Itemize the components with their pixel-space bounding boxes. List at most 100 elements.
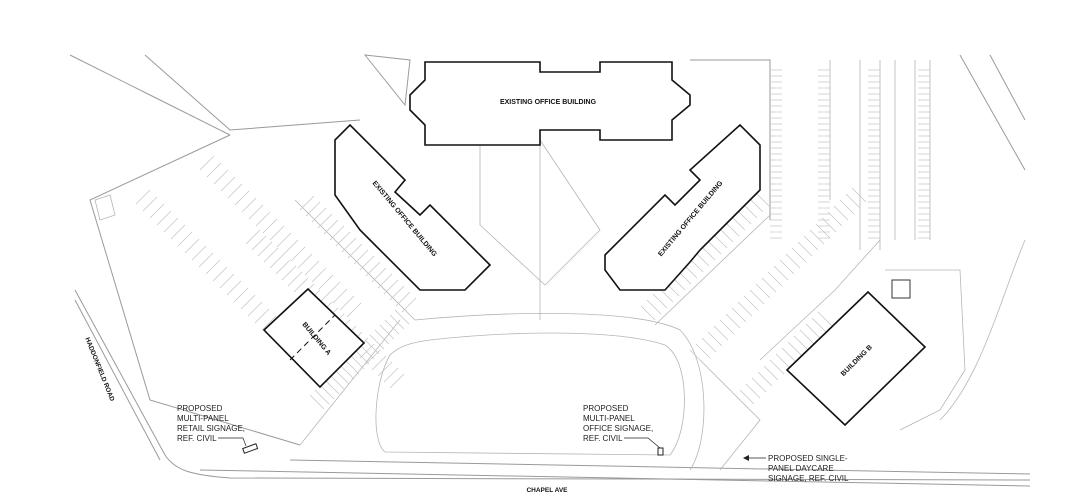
- parking-stall-line: [290, 246, 306, 262]
- parking-stall-line: [754, 191, 770, 207]
- parking-stall-line: [736, 209, 752, 225]
- existing-office-building-left: [334, 123, 492, 291]
- parking-stall-line: [730, 215, 746, 231]
- parking-stall-line: [283, 239, 299, 255]
- parking-stall-line: [395, 291, 411, 307]
- parking-stall-line: [245, 229, 261, 245]
- parking-stall-line: [353, 249, 369, 265]
- parking-stall-line: [318, 274, 334, 290]
- parking-stall-line: [227, 183, 243, 199]
- note-office-signage: PROPOSED MULTI-PANEL OFFICE SIGNAGE, REF…: [583, 404, 664, 456]
- parking-stall-line: [791, 247, 807, 263]
- building-a: [262, 287, 366, 389]
- building-b: [785, 290, 927, 427]
- parking-stall-line: [389, 285, 405, 301]
- parking-stall-line: [719, 319, 735, 335]
- parking-stall-line: [247, 301, 263, 317]
- parking-stall-line: [646, 299, 662, 315]
- dumpster-enclosure: [891, 279, 911, 299]
- parking-stall-line: [749, 289, 765, 305]
- parking-stall-line: [359, 255, 375, 271]
- svg-text:PROPOSED: PROPOSED: [177, 404, 223, 413]
- parking-stall-line: [374, 329, 390, 345]
- parking-stall-line: [314, 389, 330, 405]
- svg-text:RETAIL SIGNAGE,: RETAIL SIGNAGE,: [177, 424, 245, 433]
- parking-stall-line: [305, 201, 321, 217]
- parking-stall-line: [839, 199, 855, 215]
- parking-stall-line: [377, 273, 393, 289]
- parking-stall-line: [261, 315, 277, 331]
- parking-stall-line: [751, 377, 767, 393]
- svg-text:PANEL DAYCARE: PANEL DAYCARE: [768, 464, 834, 473]
- parking-stall-line: [329, 225, 345, 241]
- svg-text:REF. CIVIL: REF. CIVIL: [177, 434, 217, 443]
- parking-stall-line: [323, 219, 339, 235]
- parking-stall-line: [763, 365, 779, 381]
- parking-stall-line: [757, 371, 773, 387]
- parking-stall-line: [324, 379, 340, 395]
- parking-stall-line: [379, 324, 395, 340]
- parking-stall-line: [142, 196, 158, 212]
- parking-stall-line: [713, 325, 729, 341]
- parking-stall-line: [767, 271, 783, 287]
- parking-stall-line: [163, 217, 179, 233]
- parking-stall-line: [384, 319, 400, 335]
- parking-stall-line: [319, 384, 335, 400]
- parking-stall-line: [742, 203, 758, 219]
- parking-stall-line: [725, 313, 741, 329]
- parking-stall-line: [275, 259, 291, 275]
- parking-stall-line: [377, 361, 393, 377]
- parking-stall-line: [745, 383, 761, 399]
- parking-stall-line: [799, 329, 815, 345]
- parking-stall-line: [383, 279, 399, 295]
- parking-stall-line: [329, 374, 345, 390]
- parking-stall-line: [769, 359, 785, 375]
- parking-stall-line: [240, 294, 256, 310]
- parking-stall-line: [156, 210, 172, 226]
- parking-stall-line: [199, 155, 215, 171]
- parking-stall-line: [262, 218, 278, 234]
- parking-stall-line: [775, 353, 791, 369]
- parking-stall-line: [304, 260, 320, 276]
- parking-stall-line: [779, 259, 795, 275]
- parking-stall-line: [701, 337, 717, 353]
- parking-stall-line: [311, 207, 327, 223]
- svg-text:PROPOSED: PROPOSED: [583, 404, 629, 413]
- parking-stall-line: [293, 277, 309, 293]
- parking-stall-line: [797, 241, 813, 257]
- parking-stall-line: [248, 204, 264, 220]
- parking-stall-line: [851, 187, 867, 203]
- parking-stall-line: [149, 203, 165, 219]
- parking-stall-line: [383, 367, 399, 383]
- parking-stall-line: [364, 339, 380, 355]
- parking-stall-line: [191, 245, 207, 261]
- parking-stall-line: [359, 343, 375, 359]
- label-existing-top: EXISTING OFFICE BUILDING: [500, 99, 597, 106]
- parking-stall-line: [254, 308, 270, 324]
- parking-stall-line: [135, 189, 151, 205]
- parking-stall-line: [833, 205, 849, 221]
- svg-text:MULTI-PANEL: MULTI-PANEL: [583, 414, 635, 423]
- parking-stall-line: [334, 369, 350, 385]
- parking-stall-line: [817, 311, 833, 327]
- note-daycare-signage: PROPOSED SINGLE- PANEL DAYCARE SIGNAGE, …: [743, 454, 849, 483]
- parking-stall-line: [845, 193, 861, 209]
- parking-stall-line: [325, 281, 341, 297]
- parking-stall-line: [281, 265, 297, 281]
- parking-stall-line: [297, 253, 313, 269]
- parking-stall-line: [332, 288, 348, 304]
- parking-stall-line: [269, 225, 285, 241]
- parking-stall-line: [335, 231, 351, 247]
- parking-stall-line: [317, 213, 333, 229]
- svg-text:MULTI-PANEL: MULTI-PANEL: [177, 414, 229, 423]
- parking-stall-line: [311, 267, 327, 283]
- parking-stall-line: [739, 389, 755, 405]
- svg-text:OFFICE SIGNAGE,: OFFICE SIGNAGE,: [583, 424, 653, 433]
- parking-stall-line: [226, 280, 242, 296]
- parking-stall-line: [212, 266, 228, 282]
- parking-stall-line: [706, 239, 722, 255]
- parking-stall-line: [263, 247, 279, 263]
- parking-stall-line: [339, 295, 355, 311]
